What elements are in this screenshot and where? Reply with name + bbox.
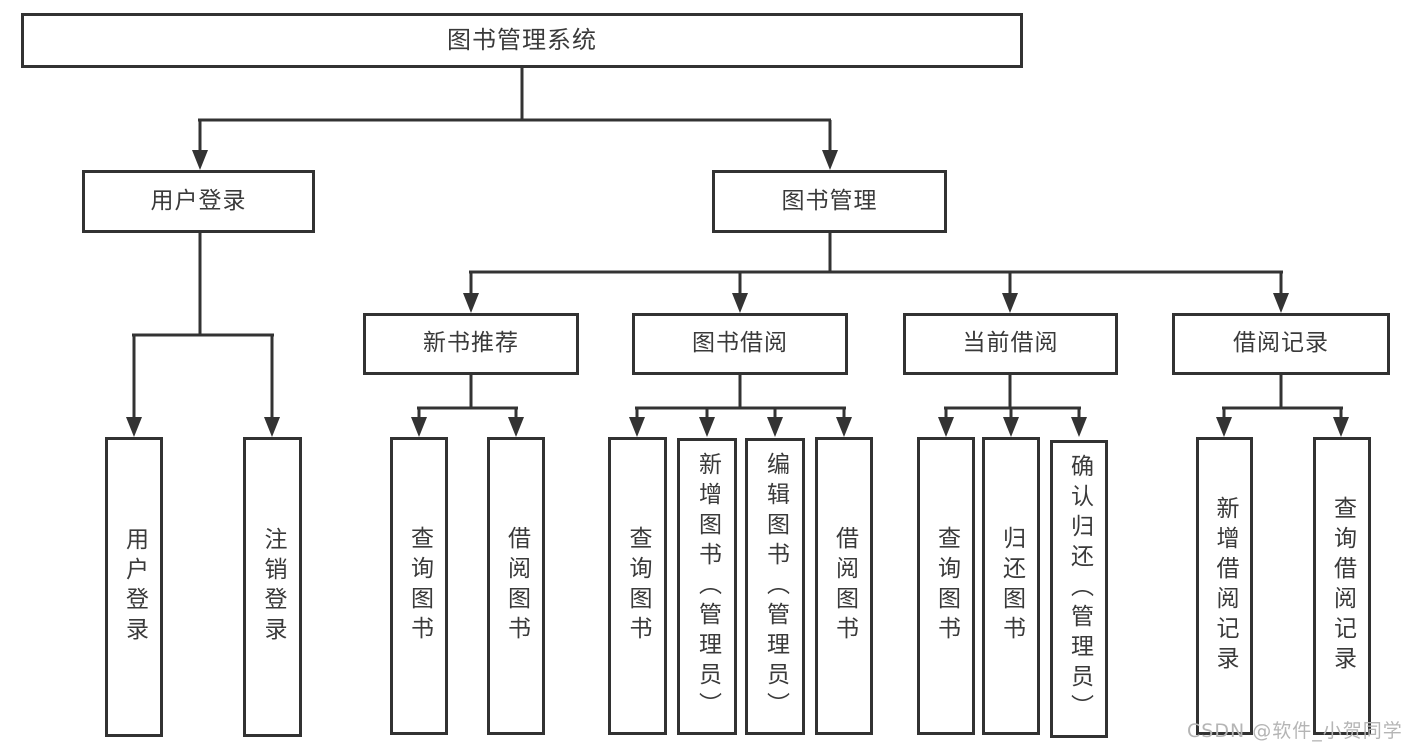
- node-label: 当前借阅: [962, 330, 1059, 357]
- node-label: 图书借阅: [692, 330, 788, 357]
- node-borrow-records: 借阅记录: [1172, 313, 1390, 375]
- leaf-edit-book-admin: 编辑图书（管理员）: [745, 438, 805, 735]
- leaf-user-login: 用户登录: [105, 437, 163, 737]
- node-label: 图书管理系统: [447, 26, 597, 55]
- node-current-borrow: 当前借阅: [903, 313, 1118, 375]
- leaf-label: 查询借阅记录: [1329, 496, 1356, 676]
- node-user-login: 用户登录: [82, 170, 315, 233]
- connector-current-borrow-to-leaves: [938, 375, 1087, 437]
- leaf-label: 新增借阅记录: [1212, 496, 1238, 676]
- leaf-label: 确认归还（管理员）: [1066, 454, 1093, 724]
- leaf-query-borrow-record: 查询借阅记录: [1313, 437, 1371, 735]
- node-label: 新书推荐: [423, 330, 519, 357]
- connector-book-borrow-to-leaves: [629, 375, 852, 437]
- leaf-label: 归还图书: [998, 526, 1025, 646]
- leaf-query-books-1: 查询图书: [390, 437, 448, 735]
- leaf-label: 查询图书: [406, 526, 433, 646]
- node-label: 图书管理: [781, 187, 878, 214]
- leaf-label: 借阅图书: [503, 526, 530, 646]
- leaf-return-books: 归还图书: [982, 437, 1040, 735]
- leaf-confirm-return-admin: 确认归还（管理员）: [1050, 440, 1108, 738]
- leaf-borrow-books-1: 借阅图书: [487, 437, 545, 735]
- node-label: 用户登录: [150, 187, 247, 214]
- node-system-root: 图书管理系统: [21, 13, 1023, 68]
- leaf-label: 用户登录: [121, 527, 148, 647]
- leaf-label: 注销登录: [260, 527, 286, 647]
- leaf-query-books-3: 查询图书: [917, 437, 975, 735]
- leaf-add-borrow-record: 新增借阅记录: [1196, 437, 1253, 735]
- connector-root-to-level2: [192, 68, 838, 170]
- leaf-logout: 注销登录: [243, 437, 302, 737]
- leaf-label: 查询图书: [933, 526, 960, 646]
- connector-new-books-to-leaves: [411, 375, 524, 437]
- connector-user-login-to-leaves: [126, 233, 280, 437]
- leaf-label: 编辑图书（管理员）: [762, 451, 789, 722]
- leaf-label: 查询图书: [625, 526, 651, 646]
- node-label: 借阅记录: [1233, 330, 1329, 357]
- node-book-management: 图书管理: [712, 170, 947, 233]
- leaf-label: 借阅图书: [831, 526, 858, 646]
- leaf-label: 新增图书（管理员）: [694, 451, 721, 722]
- leaf-add-book-admin: 新增图书（管理员）: [677, 438, 737, 735]
- connector-book-mgmt-to-level3: [463, 233, 1289, 313]
- node-book-borrow: 图书借阅: [632, 313, 848, 375]
- leaf-query-books-2: 查询图书: [608, 437, 667, 735]
- node-new-book-recommend: 新书推荐: [363, 313, 579, 375]
- connector-borrow-records-to-leaves: [1216, 375, 1349, 437]
- csdn-watermark: CSDN @软件_小贺同学: [1187, 720, 1403, 742]
- leaf-borrow-books-2: 借阅图书: [815, 437, 873, 735]
